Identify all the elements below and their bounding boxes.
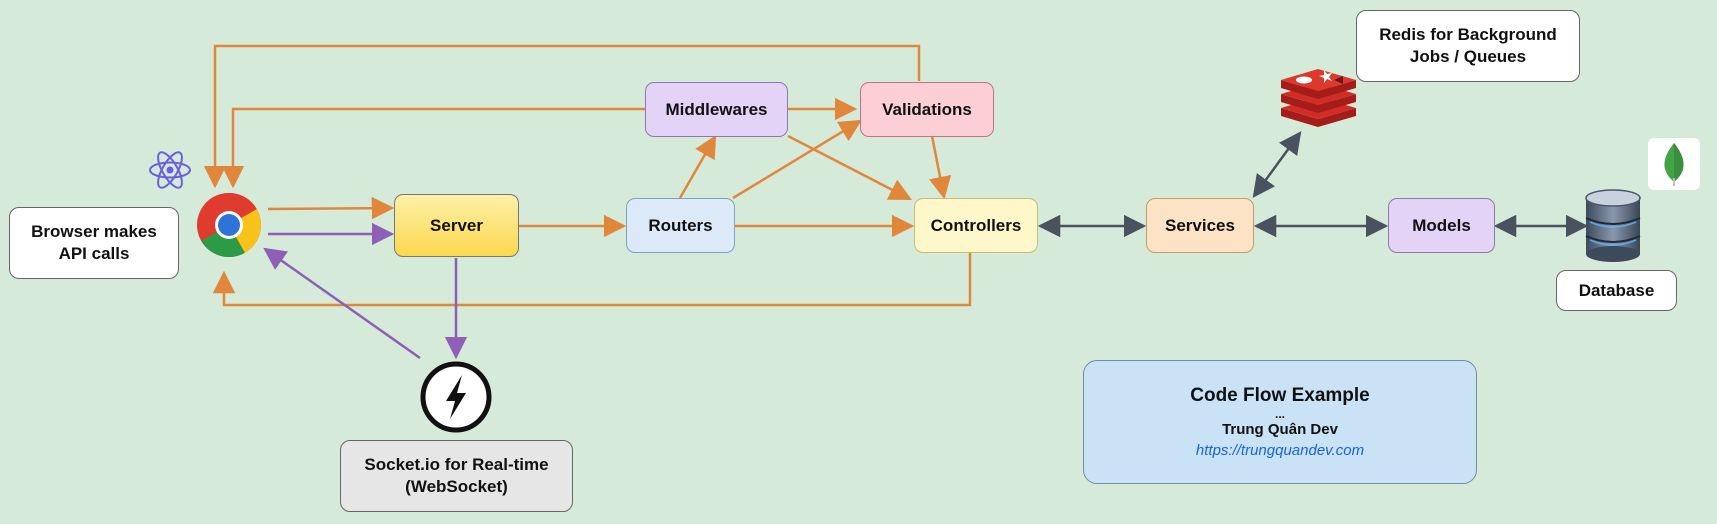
redis-label-box: Redis for Background Jobs / Queues (1356, 10, 1580, 82)
info-author: Trung Quân Dev (1222, 421, 1338, 438)
database-icon (1585, 189, 1641, 262)
validations-node[interactable]: Validations (860, 82, 994, 137)
arrow-routers-to-middlewares (678, 135, 717, 199)
arrow-middlewares-to-browser (221, 107, 645, 189)
controllers-node[interactable]: Controllers (914, 198, 1038, 253)
bidirectional-arrows (1037, 131, 1589, 238)
arrow-middlewares-to-controllers (787, 134, 912, 201)
arrow-browser-to-server (267, 196, 395, 220)
browser-label-box: Browser makes API calls (9, 207, 179, 279)
arrow-services-redis (1252, 131, 1302, 198)
info-link[interactable]: https://trungquandev.com (1195, 442, 1365, 459)
code-flow-info-box: Code Flow Example ... Trung Quân Dev htt… (1083, 360, 1477, 484)
chrome-icon[interactable] (196, 192, 262, 258)
services-node[interactable]: Services (1146, 198, 1254, 253)
info-title: Code Flow Example (1190, 385, 1370, 406)
arrow-routers-to-validations (732, 119, 862, 200)
orange-flow-arrows (203, 44, 972, 307)
arrow-validations-to-browser (203, 44, 921, 189)
socket-arrows (263, 222, 468, 360)
middlewares-node[interactable]: Middlewares (645, 82, 788, 137)
mongodb-icon (1648, 138, 1700, 190)
socketio-icon (420, 361, 492, 433)
info-dots: ... (1274, 407, 1285, 421)
redis-icon (1281, 69, 1356, 127)
models-node[interactable]: Models (1388, 198, 1495, 253)
arrow-controllers-to-browser (212, 252, 972, 307)
database-label-box: Database (1556, 270, 1677, 311)
react-icon (149, 151, 191, 189)
routers-node[interactable]: Routers (626, 198, 735, 253)
arrow-socketio-to-browser (263, 247, 421, 360)
socketio-label-box: Socket.io for Real-time (WebSocket) (340, 440, 573, 512)
server-node[interactable]: Server (394, 194, 519, 257)
arrow-validations-to-controllers (929, 135, 952, 200)
